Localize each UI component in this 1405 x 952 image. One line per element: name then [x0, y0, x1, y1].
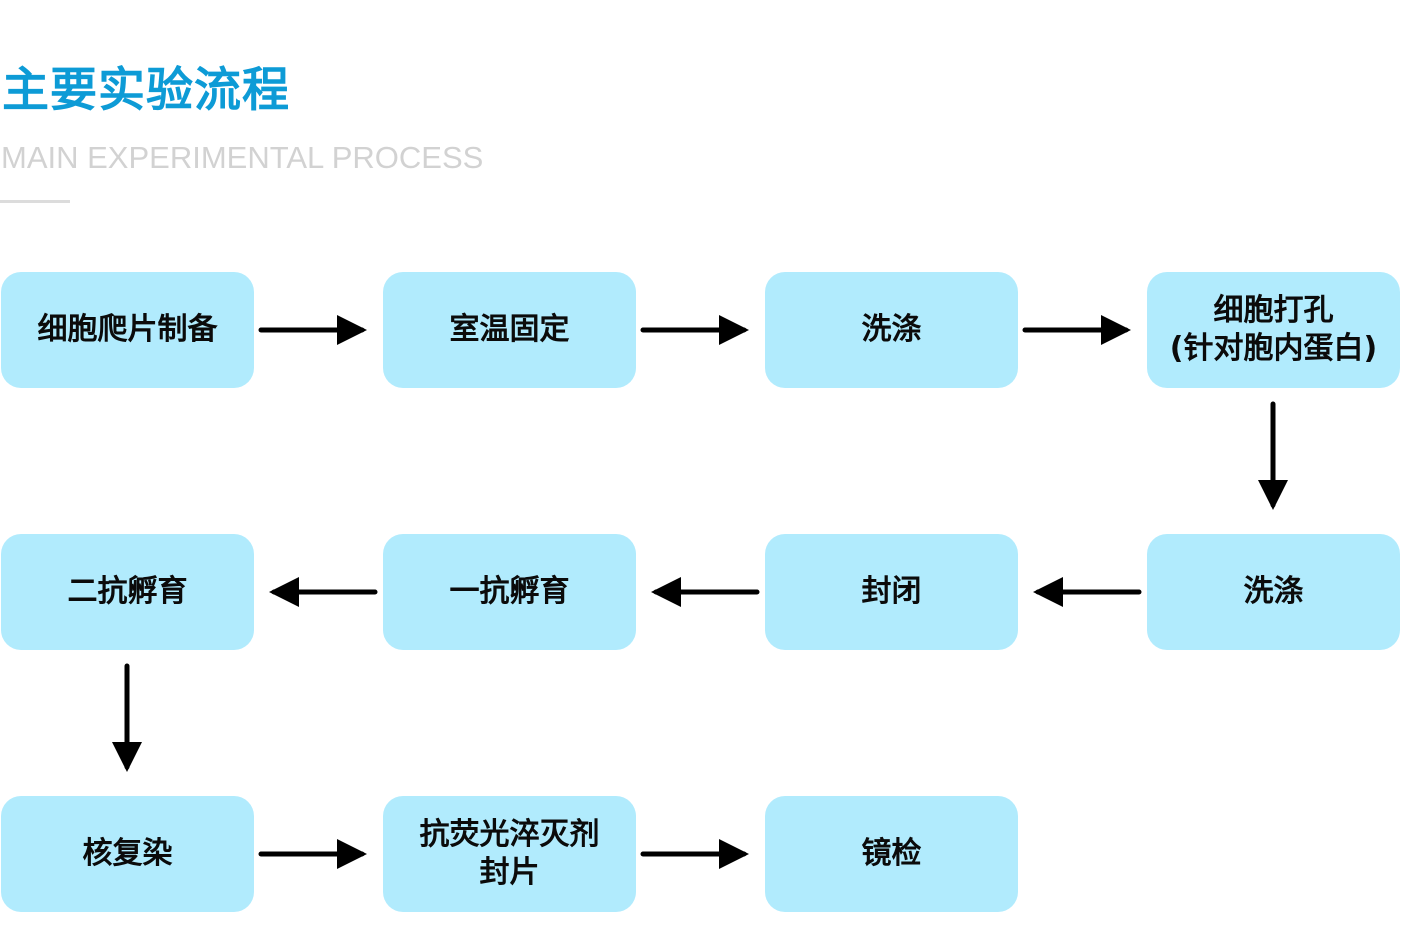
step-label: 核复染: [82, 836, 173, 871]
step-10-antifade-mounting: 抗荧光淬灭剂 封片: [383, 796, 636, 912]
step-6-blocking: 封闭: [765, 534, 1018, 650]
step-5-wash: 洗涤: [1147, 534, 1400, 650]
step-label: 洗涤: [1243, 574, 1304, 609]
step-8-secondary-antibody: 二抗孵育: [1, 534, 254, 650]
title-divider: [0, 200, 70, 203]
step-label: 一抗孵育: [449, 574, 570, 609]
step-label: 洗涤: [861, 312, 922, 347]
step-1-cell-slide-prep: 细胞爬片制备: [1, 272, 254, 388]
page-subtitle: MAIN EXPERIMENTAL PROCESS: [1, 140, 484, 175]
step-label: 室温固定: [449, 312, 570, 347]
step-11-microscopy: 镜检: [765, 796, 1018, 912]
step-label: 封闭: [861, 574, 922, 609]
page-title: 主要实验流程: [2, 63, 290, 118]
step-3-wash: 洗涤: [765, 272, 1018, 388]
step-4-permeabilization: 细胞打孔 (针对胞内蛋白): [1147, 272, 1400, 388]
step-label: 细胞爬片制备: [37, 312, 218, 347]
step-7-primary-antibody: 一抗孵育: [383, 534, 636, 650]
step-2-room-temp-fixation: 室温固定: [383, 272, 636, 388]
step-label: 抗荧光淬灭剂 封片: [419, 817, 600, 890]
step-label: 镜检: [861, 836, 922, 871]
step-label: 细胞打孔 (针对胞内蛋白): [1169, 293, 1378, 366]
step-label: 二抗孵育: [67, 574, 188, 609]
step-9-nuclear-counterstain: 核复染: [1, 796, 254, 912]
